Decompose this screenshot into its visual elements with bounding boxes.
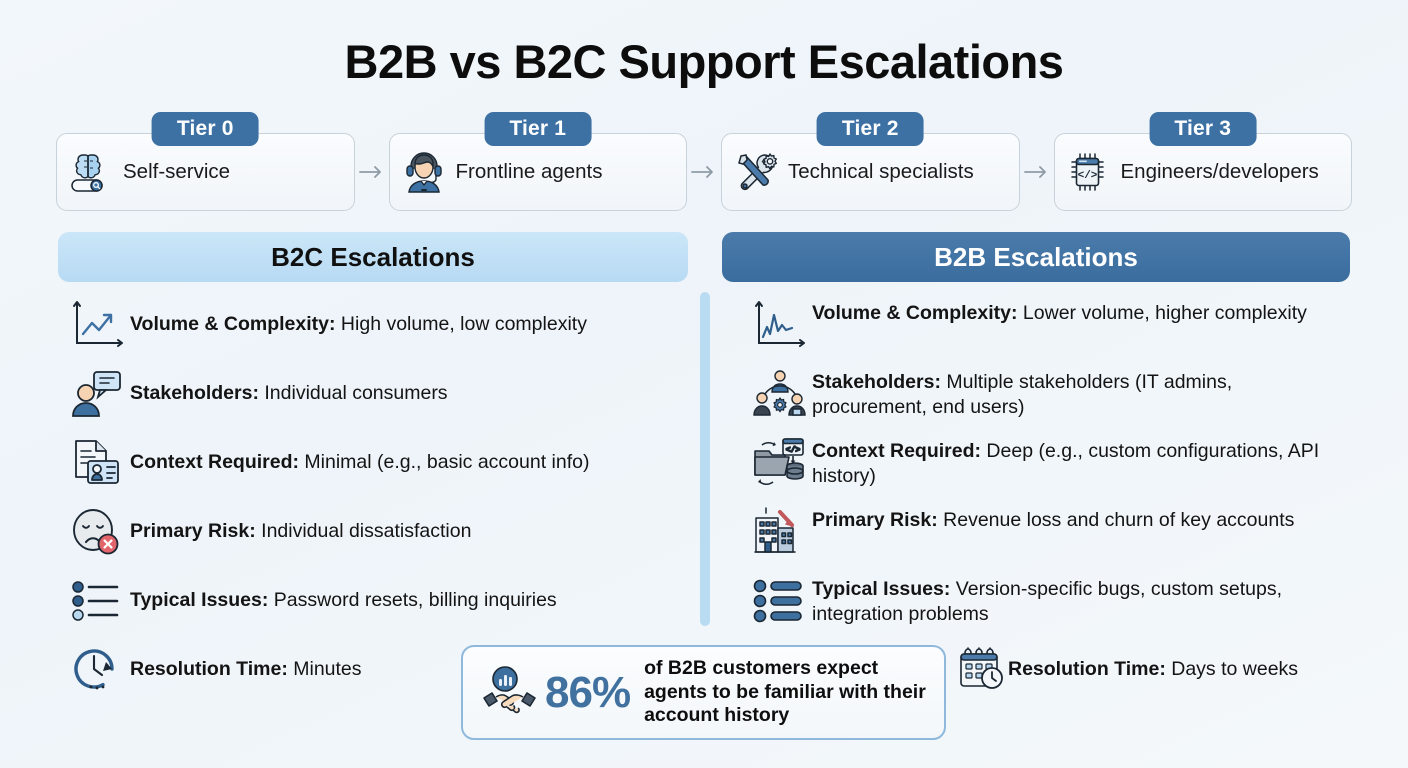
feature-label: Stakeholders: — [130, 382, 259, 404]
feature-label: Stakeholders: — [812, 371, 941, 393]
wrench-gear-icon — [734, 149, 778, 195]
folder-code-database-icon: </> — [748, 434, 812, 492]
bullet-list-icon — [66, 572, 130, 630]
tier-badge-3: Tier 3 — [1149, 112, 1257, 146]
feature-text: Volume & Complexity: High volume, low co… — [130, 296, 587, 337]
feature-value: Multiple stakeholders (IT admins, procur… — [812, 371, 1233, 418]
list-item: </> Context Require — [748, 434, 1348, 503]
list-item: Primary Risk: Individual dissatisfaction — [66, 503, 686, 572]
feature-text: Volume & Complexity: Lower volume, highe… — [812, 296, 1307, 326]
list-item: Stakeholders: Multiple stakeholders (IT … — [748, 365, 1348, 434]
b2c-feature-list: Volume & Complexity: High volume, low co… — [66, 296, 686, 641]
trend-up-chart-icon — [66, 296, 130, 354]
tier-label-1: Frontline agents — [455, 160, 603, 183]
tier-badge-0: Tier 0 — [151, 112, 259, 146]
stat-text: of B2B customers expect agents to be fam… — [644, 657, 926, 727]
tier-badge-2: Tier 2 — [816, 112, 924, 146]
feature-text: Context Required: Minimal (e.g., basic a… — [130, 434, 589, 475]
feature-label: Primary Risk: — [812, 509, 938, 531]
feature-value: Deep (e.g., custom configurations, API h… — [812, 440, 1320, 487]
feature-value: Individual dissatisfaction — [255, 520, 472, 542]
document-id-card-icon — [66, 434, 130, 492]
feature-label: Context Required: — [812, 440, 982, 462]
handshake-chart-icon — [477, 662, 543, 724]
b2c-resolution-row: Resolution Time: Minutes — [66, 640, 362, 698]
tier-strip: Tier 0 Self-service Tier 1 — [56, 112, 1352, 211]
feature-label: Volume & Complexity: — [812, 302, 1018, 324]
list-item: Primary Risk: Revenue loss and churn of … — [748, 503, 1348, 572]
b2c-column-header: B2C Escalations — [58, 232, 688, 282]
bullet-list-filled-icon — [748, 572, 812, 630]
tier-label-2: Technical specialists — [788, 160, 974, 183]
feature-text: Primary Risk: Individual dissatisfaction — [130, 503, 471, 544]
tier-arrow-icon-2 — [1020, 163, 1054, 181]
page-title: B2B vs B2C Support Escalations — [344, 35, 1064, 88]
feature-value: Lower volume, higher complexity — [1017, 302, 1307, 324]
list-item: Volume & Complexity: High volume, low co… — [66, 296, 686, 365]
building-decline-arrow-icon — [748, 503, 812, 561]
feature-value: High volume, low complexity — [335, 313, 587, 335]
tier-arrow-icon-1 — [687, 163, 721, 181]
tier-label-3: Engineers/developers — [1120, 160, 1319, 183]
tier-label-0: Self-service — [123, 160, 231, 183]
stat-callout: 86% of B2B customers expect agents to be… — [461, 645, 946, 740]
feature-value: Revenue loss and churn of key accounts — [937, 509, 1295, 531]
tier-card-2[interactable]: Tier 2 Technical specialists — [721, 112, 1020, 211]
feature-value: Password resets, billing inquiries — [268, 589, 557, 611]
chip-code-icon: </> — [1067, 149, 1111, 195]
feature-value: Days to weeks — [1165, 657, 1299, 680]
volatile-line-chart-icon — [748, 296, 812, 354]
tier-card-3[interactable]: Tier 3 </> Engineers/developers — [1053, 112, 1352, 211]
feature-text: Typical Issues: Version-specific bugs, c… — [812, 572, 1348, 627]
tier-badge-1: Tier 1 — [484, 112, 592, 146]
stat-number: 86% — [545, 667, 631, 717]
feature-label: Primary Risk: — [130, 520, 256, 542]
feature-value: Minutes — [287, 657, 362, 680]
tier-card-1[interactable]: Tier 1 Frontline agents — [388, 112, 687, 211]
feature-text: Context Required: Deep (e.g., custom con… — [812, 434, 1348, 489]
feature-text: Stakeholders: Multiple stakeholders (IT … — [812, 365, 1348, 420]
list-item: Context Required: Minimal (e.g., basic a… — [66, 434, 686, 503]
feature-label: Typical Issues: — [812, 578, 951, 600]
column-divider — [700, 292, 710, 626]
svg-text:</>: </> — [786, 446, 801, 455]
list-item: Typical Issues: Password resets, billing… — [66, 572, 686, 641]
feature-label: Resolution Time: — [130, 657, 288, 680]
tier-card-0[interactable]: Tier 0 Self-service — [56, 112, 355, 211]
feature-value: Minimal (e.g., basic account info) — [299, 451, 590, 473]
list-item: Stakeholders: Individual consumers — [66, 365, 686, 434]
b2b-feature-list: Volume & Complexity: Lower volume, highe… — [748, 296, 1348, 641]
feature-text: Primary Risk: Revenue loss and churn of … — [812, 503, 1294, 533]
brain-search-icon — [69, 149, 113, 195]
b2b-column-header: B2B Escalations — [722, 232, 1350, 282]
team-group-icon — [748, 365, 812, 423]
clock-arrow-icon — [66, 640, 130, 698]
feature-text: Stakeholders: Individual consumers — [130, 365, 448, 406]
list-item: Volume & Complexity: Lower volume, highe… — [748, 296, 1348, 365]
feature-label: Typical Issues: — [130, 589, 269, 611]
tier-arrow-icon-0 — [355, 163, 389, 181]
headset-agent-icon — [402, 149, 446, 195]
feature-text: Resolution Time: Minutes — [130, 657, 362, 682]
feature-label: Volume & Complexity: — [130, 313, 336, 335]
calendar-clock-icon — [958, 645, 1008, 693]
feature-text: Resolution Time: Days to weeks — [1008, 657, 1298, 682]
svg-text:</>: </> — [1077, 170, 1097, 182]
person-speech-bubble-icon — [66, 365, 130, 423]
feature-text: Typical Issues: Password resets, billing… — [130, 572, 557, 613]
b2b-resolution-row: Resolution Time: Days to weeks — [958, 645, 1298, 693]
feature-label: Context Required: — [130, 451, 300, 473]
feature-value: Individual consumers — [258, 382, 448, 404]
list-item: Typical Issues: Version-specific bugs, c… — [748, 572, 1348, 641]
sad-face-error-icon — [66, 503, 130, 561]
feature-label: Resolution Time: — [1008, 657, 1166, 680]
feature-value: Version-specific bugs, custom setups, in… — [812, 578, 1283, 625]
